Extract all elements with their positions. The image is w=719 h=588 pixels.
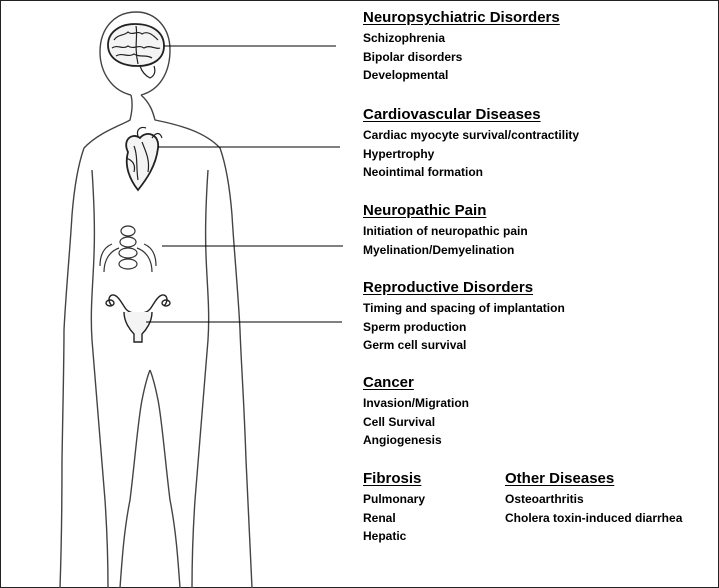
section-reproductive: Reproductive Disorders Timing and spacin…: [363, 279, 565, 355]
section-item: Angiogenesis: [363, 431, 469, 450]
section-item: Cardiac myocyte survival/contractility: [363, 126, 579, 145]
section-item: Myelination/Demyelination: [363, 241, 528, 260]
reproductive-organ-icon: [106, 295, 170, 342]
section-item: Invasion/Migration: [363, 394, 469, 413]
section-item: Cell Survival: [363, 413, 469, 432]
section-item: Pulmonary: [363, 490, 425, 509]
section-heading: Reproductive Disorders: [363, 279, 565, 297]
section-other: Other Diseases Osteoarthritis Cholera to…: [505, 470, 682, 527]
section-item: Renal: [363, 509, 425, 528]
section-item: Schizophrenia: [363, 29, 560, 48]
heart-icon: [126, 127, 162, 190]
section-item: Bipolar disorders: [363, 48, 560, 67]
section-heading: Neuropathic Pain: [363, 202, 528, 220]
section-item: Germ cell survival: [363, 336, 565, 355]
section-heading: Fibrosis: [363, 470, 425, 488]
human-body-outline: [60, 95, 252, 588]
section-item: Hepatic: [363, 527, 425, 546]
section-item: Neointimal formation: [363, 163, 579, 182]
section-cardiovascular: Cardiovascular Diseases Cardiac myocyte …: [363, 106, 579, 182]
section-fibrosis: Fibrosis Pulmonary Renal Hepatic: [363, 470, 425, 546]
section-heading: Other Diseases: [505, 470, 682, 488]
section-item: Osteoarthritis: [505, 490, 682, 509]
section-item: Initiation of neuropathic pain: [363, 222, 528, 241]
section-item: Developmental: [363, 66, 560, 85]
section-heading: Cardiovascular Diseases: [363, 106, 579, 124]
section-neuropsychiatric: Neuropsychiatric Disorders Schizophrenia…: [363, 9, 560, 85]
section-heading: Cancer: [363, 374, 469, 392]
section-item: Hypertrophy: [363, 145, 579, 164]
brain-icon: [108, 24, 164, 78]
section-item: Sperm production: [363, 318, 565, 337]
section-neuropathic-pain: Neuropathic Pain Initiation of neuropath…: [363, 202, 528, 259]
spine-icon: [100, 226, 156, 272]
section-item: Timing and spacing of implantation: [363, 299, 565, 318]
section-heading: Neuropsychiatric Disorders: [363, 9, 560, 27]
section-cancer: Cancer Invasion/Migration Cell Survival …: [363, 374, 469, 450]
section-item: Cholera toxin-induced diarrhea: [505, 509, 682, 528]
